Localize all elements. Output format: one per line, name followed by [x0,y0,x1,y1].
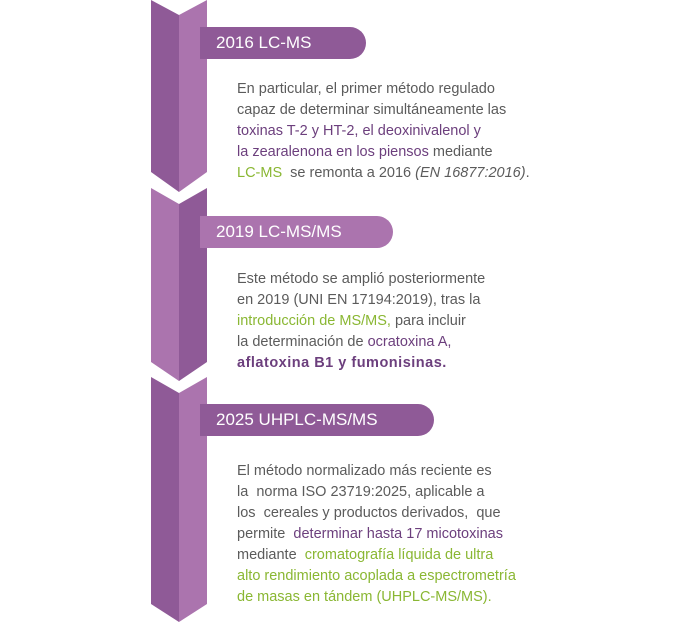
highlight-uhplc: cromatografía líquida de ultra [304,547,494,563]
highlight-uhplc: alto rendimiento acoplada a espectrometr… [237,568,516,584]
highlight-toxins: toxinas T-2 y HT-2, el deoxinivalenol y [237,123,481,139]
text-line: El método normalizado más reciente es [237,463,492,479]
milestone-2019-description: Este método se amplió posteriormente en … [237,269,485,374]
text-span: . [525,165,530,181]
highlight-piensos: la zearalenona en los piensos [237,144,429,160]
text-span: mediante [428,144,493,160]
milestone-2016-header: 2016 LC-MS [200,27,366,59]
text-span: permite [237,526,294,542]
text-line: la determinación de ocratoxina A, [237,332,485,353]
text-line: la zearalenona en los piensos mediante [237,142,530,163]
text-line: En particular, el primer método regulado [237,81,495,97]
text-span: para incluir [390,313,466,329]
standard-reference: (EN 16877:2016) [415,165,526,181]
text-line: en 2019 (UNI EN 17194:2019), tras la [237,292,481,308]
text-span: mediante [237,547,305,563]
text-line: LC-MS se remonta a 2016 (EN 16877:2016). [237,163,530,184]
milestone-2025-description: El método normalizado más reciente es la… [237,461,516,608]
text-line: mediante cromatografía líquida de ultra [237,545,516,566]
ribbon-segment-2 [151,188,207,381]
text-line: introducción de MS/MS, para incluir [237,311,485,332]
milestone-2019-header: 2019 LC-MS/MS [200,216,393,248]
text-line: los cereales y productos derivados, que [237,505,501,521]
text-span: la determinación de [237,334,368,350]
highlight-micotoxinas: determinar hasta 17 micotoxinas [293,526,503,542]
highlight-ocratoxina: ocratoxina A, [367,334,452,350]
ribbon-segment-1 [151,0,207,192]
highlight-aflatoxina: aflatoxina B1 y fumonisinas. [237,355,447,371]
highlight-uhplc: de masas en tándem (UHPLC-MS/MS). [237,589,492,605]
highlight-lcms: LC-MS [237,165,283,181]
milestone-2016-description: En particular, el primer método regulado… [237,79,530,184]
highlight-msms: introducción de MS/MS, [237,313,391,329]
text-line: permite determinar hasta 17 micotoxinas [237,524,516,545]
text-line: capaz de determinar simultáneamente las [237,102,507,118]
text-line: Este método se amplió posteriormente [237,271,486,287]
text-line: la norma ISO 23719:2025, aplicable a [237,484,485,500]
text-span: se remonta a 2016 [282,165,416,181]
milestone-2025-header: 2025 UHPLC-MS/MS [200,404,434,436]
ribbon-segment-3 [151,377,207,622]
